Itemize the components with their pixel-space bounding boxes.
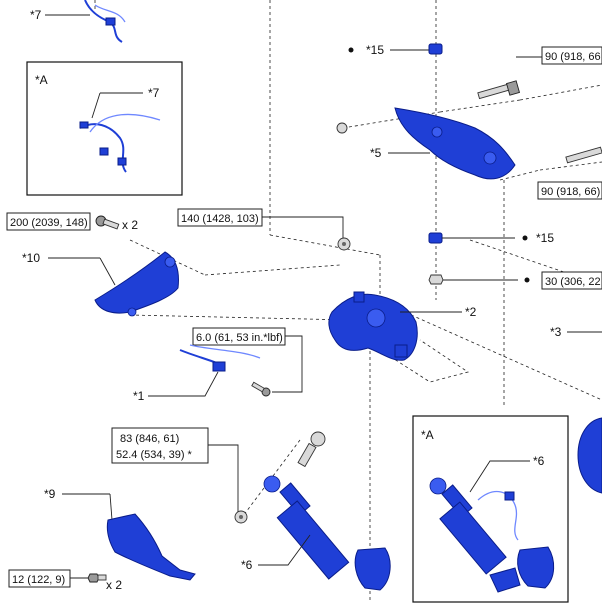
torque-90-mid: 90 (918, 66) bbox=[541, 186, 600, 198]
torque-box-83 bbox=[111, 427, 209, 464]
nut-arm bbox=[336, 122, 348, 134]
bullet-dot bbox=[348, 47, 354, 53]
callout-15-mid: *15 bbox=[536, 231, 554, 245]
callout-7-inset: *7 bbox=[148, 86, 160, 100]
bushing-mid bbox=[428, 232, 443, 244]
inset-frame-left bbox=[26, 61, 183, 196]
bushing-top bbox=[428, 43, 443, 55]
nut-83 bbox=[234, 510, 248, 524]
torque-box-140 bbox=[177, 208, 263, 227]
callout-6-main: *6 bbox=[241, 558, 253, 572]
control-arm-5 bbox=[394, 107, 516, 180]
hub-partial bbox=[577, 417, 602, 494]
callout-a-right: *A bbox=[421, 428, 434, 442]
bolt-12 bbox=[87, 573, 107, 583]
bolt-200 bbox=[95, 215, 120, 230]
torque-90-top: 90 (918, 66 bbox=[545, 51, 601, 63]
callout-15-top: *15 bbox=[366, 43, 384, 57]
torque-box-30 bbox=[541, 271, 602, 290]
torque-30: 30 (306, 22 bbox=[545, 276, 601, 288]
callout-5: *5 bbox=[370, 146, 382, 160]
torque-83-line2: 52.4 (534, 39) * bbox=[116, 449, 193, 461]
bolt-mid-right bbox=[565, 146, 602, 164]
speed-sensor-1 bbox=[179, 344, 261, 372]
bullet-dot bbox=[524, 277, 530, 283]
callout-a-left: *A bbox=[35, 73, 48, 87]
steering-knuckle-2 bbox=[328, 291, 418, 361]
bolt-shock-top bbox=[297, 431, 326, 468]
callout-10: *10 bbox=[22, 251, 40, 265]
nut-140 bbox=[337, 237, 351, 251]
torque-6: 6.0 (61, 53 in.*lbf) bbox=[196, 332, 283, 344]
bullet-dot bbox=[522, 235, 528, 241]
callout-7-top: *7 bbox=[30, 8, 42, 22]
shield-9 bbox=[106, 513, 196, 581]
shock-absorber-inset bbox=[429, 477, 555, 593]
x2-qty-b: x 2 bbox=[106, 578, 122, 592]
bolt-top-right bbox=[477, 80, 521, 100]
callout-6-inset: *6 bbox=[533, 454, 545, 468]
callout-3: *3 bbox=[550, 325, 562, 339]
torque-box-12 bbox=[8, 569, 71, 588]
wire-harness-inset bbox=[79, 113, 161, 173]
x2-qty-a: x 2 bbox=[122, 218, 138, 232]
arm-10 bbox=[94, 251, 179, 317]
torque-box-6 bbox=[192, 327, 286, 346]
torque-140: 140 (1428, 103) bbox=[181, 213, 259, 225]
torque-200: 200 (2039, 148) bbox=[10, 217, 88, 229]
torque-12: 12 (122, 9) bbox=[12, 574, 65, 586]
callout-2: *2 bbox=[465, 305, 477, 319]
torque-83-line1: 83 (846, 61) bbox=[120, 433, 179, 445]
callout-1: *1 bbox=[133, 389, 145, 403]
torque-box-90-top bbox=[541, 46, 602, 65]
torque-box-90-mid bbox=[537, 181, 602, 200]
wire-harness-top bbox=[84, 0, 126, 43]
inset-frame-right bbox=[412, 415, 569, 603]
shock-absorber-6 bbox=[263, 475, 391, 591]
nut-30 bbox=[428, 274, 444, 285]
torque-box-200 bbox=[6, 212, 91, 231]
bolt-sensor bbox=[251, 381, 271, 397]
callout-9: *9 bbox=[44, 487, 56, 501]
